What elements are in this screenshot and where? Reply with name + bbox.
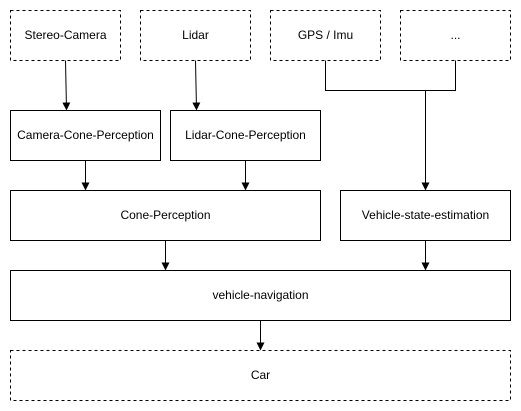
node-cone-perception-label: Cone-Perception — [120, 208, 210, 222]
edge-stereo-camera-to-camera-cone-perception — [62, 60, 71, 111]
node-lidar-cone-perception-label: Lidar-Cone-Perception — [185, 128, 306, 142]
node-lidar-label: Lidar — [182, 28, 209, 42]
node-vehicle-navigation: vehicle-navigation — [10, 270, 511, 321]
node-camera-cone-perception: Camera-Cone-Perception — [10, 110, 161, 161]
edge-ellipsis-merge — [425, 60, 456, 91]
node-cone-perception: Cone-Perception — [10, 190, 321, 241]
node-vehicle-state-estimation-label: Vehicle-state-estimation — [362, 208, 489, 222]
edge-gps-imu-merge — [325, 60, 426, 91]
node-car-label: Car — [251, 368, 270, 382]
node-camera-cone-perception-label: Camera-Cone-Perception — [17, 128, 154, 142]
node-gps-imu-label: GPS / Imu — [298, 28, 353, 42]
node-ellipsis: ... — [400, 10, 511, 61]
node-car: Car — [10, 350, 511, 401]
node-lidar-cone-perception: Lidar-Cone-Perception — [170, 110, 321, 161]
node-lidar: Lidar — [140, 10, 251, 61]
connectors — [62, 60, 456, 351]
node-stereo-camera-label: Stereo-Camera — [24, 28, 106, 42]
node-vehicle-navigation-label: vehicle-navigation — [212, 288, 308, 302]
node-ellipsis-label: ... — [450, 28, 460, 42]
node-gps-imu: GPS / Imu — [270, 10, 381, 61]
edge-lidar-to-lidar-cone-perception — [192, 60, 201, 111]
node-stereo-camera: Stereo-Camera — [10, 10, 121, 61]
node-vehicle-state-estimation: Vehicle-state-estimation — [340, 190, 511, 241]
